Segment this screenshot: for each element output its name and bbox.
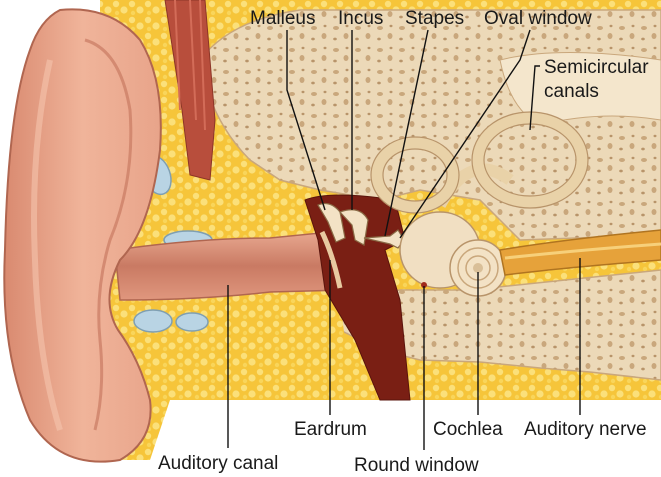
label-malleus: Malleus <box>250 9 315 28</box>
label-round-window: Round window <box>354 456 479 475</box>
label-oval-window: Oval window <box>484 9 592 28</box>
label-auditory-nerve: Auditory nerve <box>524 420 647 439</box>
label-semicircular-canals-line2: canals <box>544 82 599 101</box>
label-stapes: Stapes <box>405 9 464 28</box>
label-semicircular-canals-line1: Semicircular <box>544 58 649 77</box>
cartilage-3 <box>134 310 172 332</box>
label-eardrum: Eardrum <box>294 420 367 439</box>
label-auditory-canal: Auditory canal <box>158 454 278 473</box>
label-cochlea: Cochlea <box>433 420 503 439</box>
label-incus: Incus <box>338 9 383 28</box>
cartilage-4 <box>176 313 208 331</box>
pinna <box>4 9 161 461</box>
